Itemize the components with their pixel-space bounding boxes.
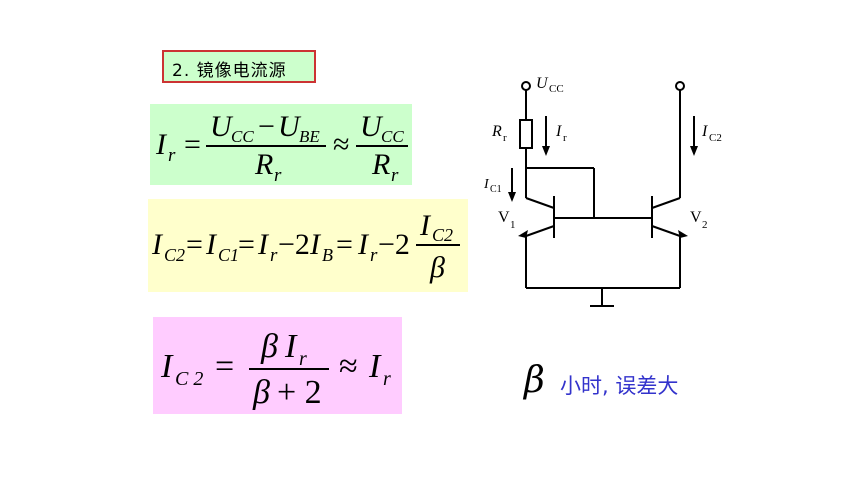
- equation-ir-formula: I r = U CC − U BE R r ≈ U CC R r: [155, 110, 408, 186]
- label-supply-sub: CC: [549, 83, 564, 95]
- svg-text:r: r: [274, 165, 282, 186]
- label-current-ir: I: [555, 123, 562, 140]
- svg-text:+ 2: + 2: [277, 374, 322, 411]
- equation-ic2-formula: I C2 = I C1 = I r −2 I B = I r −2 I C2 β: [151, 209, 460, 284]
- svg-text:B: B: [322, 245, 333, 265]
- svg-text:R: R: [254, 148, 273, 181]
- label-resistor: R: [491, 123, 502, 140]
- section-title: 2. 镜像电流源: [172, 61, 287, 81]
- svg-text:CC: CC: [231, 127, 254, 146]
- svg-text:I: I: [155, 128, 168, 161]
- mirror-circuit: U CC R r I r I C1 I C2 V 1 V 2: [470, 70, 730, 320]
- svg-text:BE: BE: [299, 127, 320, 146]
- svg-text:I: I: [257, 228, 270, 261]
- svg-text:C1: C1: [218, 245, 239, 265]
- beta-symbol: β: [524, 360, 545, 401]
- svg-text:C 2: C 2: [175, 368, 203, 390]
- section-title-box: 2. 镜像电流源: [162, 50, 316, 83]
- svg-text:U: U: [210, 110, 234, 143]
- svg-text:≈: ≈: [333, 128, 349, 161]
- equation-ic2: I C2 = I C1 = I r −2 I B = I r −2 I C2 β: [148, 199, 468, 292]
- label-v2: V: [690, 209, 702, 226]
- svg-text:R: R: [371, 148, 390, 181]
- svg-text:−: −: [258, 110, 275, 143]
- svg-text:−2: −2: [378, 228, 410, 261]
- svg-text:I: I: [160, 348, 174, 385]
- svg-text:r: r: [299, 348, 307, 370]
- svg-text:I: I: [284, 328, 298, 365]
- label-current-ic1-sub: C1: [490, 184, 502, 195]
- svg-text:I: I: [368, 348, 382, 385]
- label-v1: V: [498, 209, 510, 226]
- equation-ic2-approx-formula: I C 2 = β I r β + 2 ≈ I r: [160, 328, 391, 411]
- svg-text:r: r: [383, 368, 391, 390]
- svg-text:r: r: [270, 245, 278, 266]
- svg-text:=: =: [215, 348, 234, 385]
- svg-text:r: r: [370, 245, 378, 266]
- label-current-ic2: I: [701, 123, 708, 140]
- svg-text:I: I: [419, 209, 432, 242]
- svg-text:=: =: [186, 228, 203, 261]
- svg-text:r: r: [391, 165, 399, 186]
- svg-text:CC: CC: [381, 127, 404, 146]
- label-current-ic1: I: [483, 177, 490, 192]
- svg-text:=: =: [184, 128, 201, 161]
- label-v2-sub: 2: [702, 219, 708, 231]
- label-current-ic2-sub: C2: [709, 132, 722, 144]
- note-text: 小时, 误差大: [560, 374, 679, 398]
- label-resistor-sub: r: [503, 132, 507, 144]
- svg-text:≈: ≈: [339, 348, 358, 385]
- equation-ir: I r = U CC − U BE R r ≈ U CC R r: [150, 104, 412, 186]
- svg-text:C2: C2: [164, 245, 185, 265]
- label-v1-sub: 1: [510, 219, 516, 231]
- svg-text:C2: C2: [432, 225, 453, 245]
- label-supply: U: [536, 75, 549, 92]
- svg-text:I: I: [309, 228, 322, 261]
- svg-text:U: U: [360, 110, 384, 143]
- svg-text:β: β: [260, 328, 278, 365]
- svg-text:r: r: [168, 145, 176, 166]
- svg-text:−2: −2: [278, 228, 310, 261]
- equation-ic2-approx: I C 2 = β I r β + 2 ≈ I r: [153, 317, 402, 414]
- svg-text:=: =: [336, 228, 353, 261]
- label-current-ir-sub: r: [563, 132, 567, 144]
- svg-text:I: I: [357, 228, 370, 261]
- svg-text:=: =: [238, 228, 255, 261]
- svg-text:I: I: [151, 228, 164, 261]
- svg-text:β: β: [252, 374, 270, 411]
- svg-text:U: U: [278, 110, 302, 143]
- svg-text:I: I: [205, 228, 218, 261]
- mirror-circuit-diagram: U CC R r I r I C1 I C2 V 1 V 2: [483, 75, 722, 307]
- svg-text:β: β: [429, 251, 445, 284]
